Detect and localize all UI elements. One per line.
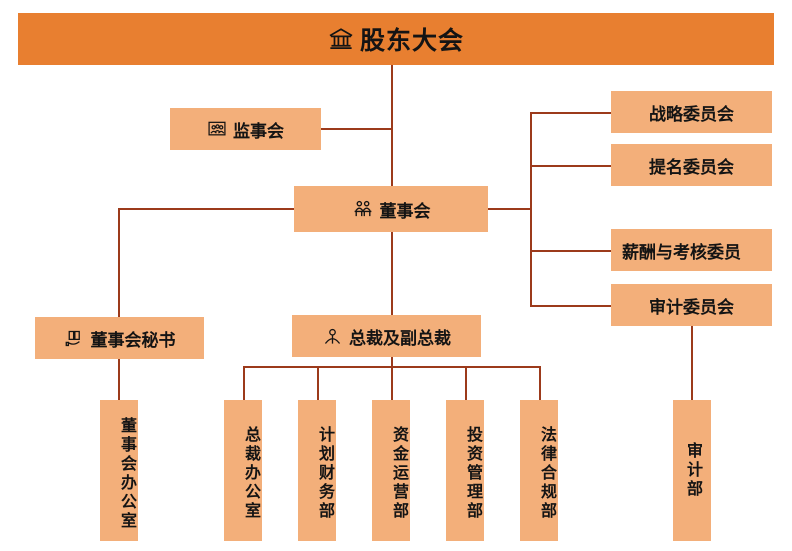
connector-to-department-3 bbox=[391, 366, 393, 400]
connector-secretary-to-office bbox=[118, 359, 120, 400]
connector-to-department-5 bbox=[539, 366, 541, 400]
node-nomination-committee[interactable]: 提名委员会 bbox=[611, 144, 772, 186]
department-legal-compliance[interactable]: 法律合规部 bbox=[520, 400, 558, 541]
connector-to-department-4 bbox=[465, 366, 467, 400]
node-remuneration-appraisal-committee[interactable]: 薪酬与考核委员 bbox=[611, 229, 772, 271]
bank-building-icon bbox=[328, 26, 354, 52]
node-board-of-directors[interactable]: 董事会 bbox=[294, 186, 488, 232]
connector-to-department-1 bbox=[243, 366, 245, 400]
connector-board-to-committee-bus bbox=[488, 208, 531, 210]
book-in-hand-icon bbox=[64, 328, 85, 349]
connector-to-committee-1 bbox=[530, 112, 612, 114]
department-label: 投资管理部 bbox=[464, 426, 481, 521]
node-supervisory-board[interactable]: 监事会 bbox=[170, 108, 321, 150]
node-board-secretary[interactable]: 董事会秘书 bbox=[35, 317, 204, 359]
department-fund-operation[interactable]: 资金运营部 bbox=[372, 400, 410, 541]
node-strategy-committee[interactable]: 战略委员会 bbox=[611, 91, 772, 133]
connector-to-department-2 bbox=[317, 366, 319, 400]
person-icon bbox=[322, 326, 343, 347]
department-label: 审计部 bbox=[684, 442, 701, 499]
connector-header-to-board bbox=[391, 65, 393, 190]
department-board-office[interactable]: 董事会办公室 bbox=[100, 400, 138, 541]
node-shareholders-meeting[interactable]: 股东大会 bbox=[18, 13, 774, 65]
department-label: 计划财务部 bbox=[316, 426, 333, 521]
committee-bus-vertical bbox=[530, 112, 532, 307]
seated-people-icon bbox=[352, 198, 374, 220]
node-label: 监事会 bbox=[233, 121, 284, 141]
node-label: 股东大会 bbox=[359, 27, 464, 55]
connector-to-committee-3 bbox=[530, 250, 612, 252]
connector-board-to-president bbox=[391, 232, 393, 317]
connector-president-drop bbox=[391, 357, 393, 367]
node-label: 提名委员会 bbox=[649, 157, 734, 177]
node-label: 董事会 bbox=[379, 201, 431, 221]
connector-to-committee-2 bbox=[530, 165, 612, 167]
department-label: 董事会办公室 bbox=[118, 416, 135, 531]
connector-board-to-secretary-vertical bbox=[118, 208, 120, 318]
node-label: 审计委员会 bbox=[649, 297, 734, 317]
department-planning-finance[interactable]: 计划财务部 bbox=[298, 400, 336, 541]
node-president-and-vice-presidents[interactable]: 总裁及副总裁 bbox=[292, 315, 481, 357]
node-label: 战略委员会 bbox=[649, 104, 734, 124]
node-audit-committee[interactable]: 审计委员会 bbox=[611, 284, 772, 326]
connector-board-to-secretary-horizontal bbox=[118, 208, 294, 210]
department-label: 法律合规部 bbox=[538, 426, 555, 521]
node-label: 董事会秘书 bbox=[90, 330, 176, 350]
connector-supervisory-to-trunk bbox=[321, 128, 392, 130]
department-label: 总裁办公室 bbox=[242, 426, 259, 521]
people-group-icon bbox=[207, 119, 227, 139]
connector-to-committee-4 bbox=[530, 305, 612, 307]
node-label: 薪酬与考核委员 bbox=[622, 242, 741, 262]
connector-audit-committee-to-audit-dept bbox=[691, 326, 693, 400]
department-audit[interactable]: 审计部 bbox=[673, 400, 711, 541]
department-president-office[interactable]: 总裁办公室 bbox=[224, 400, 262, 541]
department-label: 资金运营部 bbox=[390, 426, 407, 521]
department-investment-management[interactable]: 投资管理部 bbox=[446, 400, 484, 541]
node-label: 总裁及副总裁 bbox=[349, 328, 451, 348]
